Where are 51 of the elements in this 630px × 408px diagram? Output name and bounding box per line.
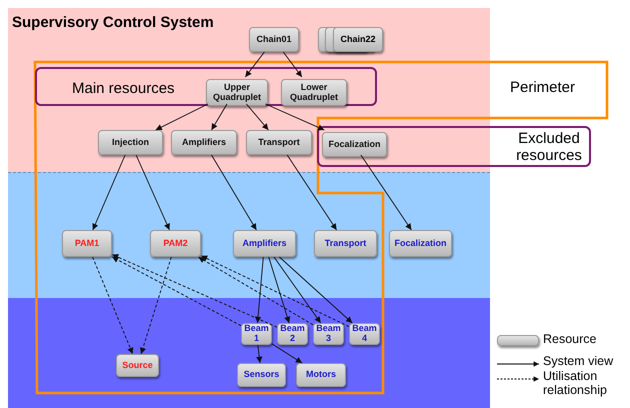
legend-label: Utilisation relationship <box>543 370 608 398</box>
resource-box: Beam 1 <box>241 323 272 345</box>
arrow <box>268 256 290 324</box>
arrow <box>155 104 208 130</box>
resource-box: Focalization <box>389 230 452 257</box>
dashed-arrow <box>112 254 278 328</box>
resource-box: Amplifiers <box>171 130 237 155</box>
dashed-arrow <box>200 255 350 328</box>
dashed-arrow <box>112 256 242 326</box>
arrow <box>282 52 302 78</box>
arrow <box>278 256 353 324</box>
legend-label: System view <box>543 355 614 369</box>
resource-box: Chain22 <box>333 27 383 52</box>
resource-box: Sensors <box>237 363 286 387</box>
resource-box: Beam 2 <box>277 323 308 345</box>
arrow <box>244 52 265 78</box>
dashed-arrow <box>140 256 172 354</box>
resource-box: Lower Quadruplet <box>281 79 347 106</box>
region-label: Perimeter <box>510 80 576 96</box>
resource-box: Source <box>116 354 159 377</box>
resource-box: Amplifiers <box>233 230 296 257</box>
arrow <box>211 104 228 130</box>
legend-label: Resource <box>543 333 598 347</box>
resource-box: Injection <box>98 130 163 155</box>
resource-box: Beam 3 <box>313 323 344 345</box>
group-outline <box>317 126 591 167</box>
resource-box: PAM1 <box>62 230 112 257</box>
region-label: Main resources <box>72 81 175 98</box>
arrow <box>136 154 170 230</box>
group-outline <box>35 67 377 106</box>
arrow <box>211 154 257 230</box>
arrow <box>272 343 303 364</box>
arrow <box>92 154 126 230</box>
resource-box: PAM2 <box>150 230 201 257</box>
region-label: Excluded resources <box>515 131 583 164</box>
resource-box: Upper Quadruplet <box>206 79 268 106</box>
diagram-title: Supervisory Control System <box>12 15 214 32</box>
dashed-arrow <box>198 256 314 326</box>
arrow <box>246 104 269 130</box>
dashed-arrow <box>92 256 134 354</box>
arrow <box>286 154 338 230</box>
arrow <box>254 256 264 324</box>
resource-box: Chain01 <box>249 27 299 52</box>
resource-box: Transport <box>314 230 377 257</box>
resource-box: Focalization <box>322 132 387 157</box>
arrow <box>274 256 322 324</box>
resource-box: Transport <box>246 130 312 155</box>
arrow <box>256 344 262 364</box>
arrow <box>265 104 325 130</box>
resource-box: Motors <box>296 363 346 387</box>
resource-box: Beam 4 <box>349 323 380 345</box>
